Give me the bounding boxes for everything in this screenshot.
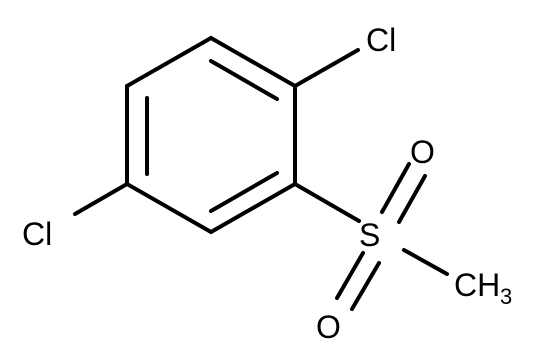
methyl-subscript: 3 [500,284,512,309]
bond-to-sulfur [293,182,361,223]
ring-bond-top [209,36,297,88]
chlorine-top-label: Cl [366,22,396,58]
ring-bond-bottom-right [209,182,297,234]
sulfur-label: S [359,217,380,253]
bond-s-o-bottom-a [335,251,365,300]
methyl-label: CH [454,267,500,303]
ring-bond-top-left [125,36,213,88]
ring-bond-bottom-left [125,182,213,234]
bond-s-methyl [402,248,449,276]
oxygen-top-label: O [410,134,435,170]
bond-s-o-top-b [397,174,427,224]
ring-bond-top-inner [209,59,279,101]
chlorine-left-label: Cl [22,216,52,252]
bond-to-cl-left [73,182,129,216]
ring-bond-bottom-right-inner [209,171,279,213]
bond-to-cl-top [293,48,360,88]
bond-s-o-top-a [380,162,411,214]
oxygen-bottom-label: O [316,309,341,345]
benzene-ring [125,36,297,234]
bond-s-o-bottom-b [350,261,381,311]
